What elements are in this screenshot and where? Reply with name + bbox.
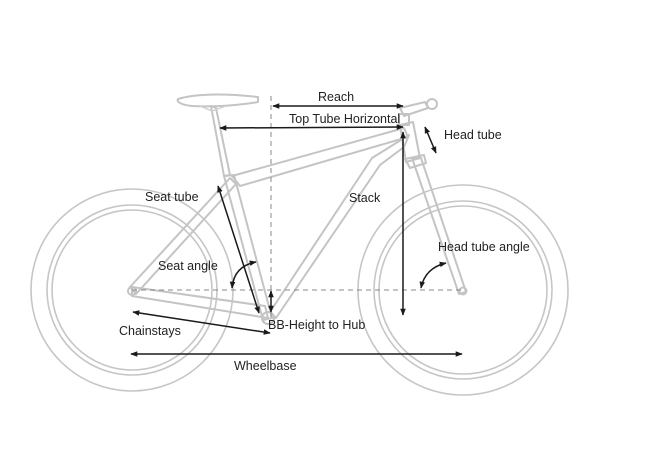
saddle bbox=[176, 93, 259, 112]
head-tube-angle-arc bbox=[419, 261, 447, 289]
wheelbase-label: Wheelbase bbox=[234, 359, 297, 373]
head-tube-arrow bbox=[424, 126, 437, 154]
seat-tube-label: Seat tube bbox=[145, 190, 199, 204]
chainstays-arrow bbox=[132, 310, 271, 335]
top-tube-label: Top Tube Horizontal bbox=[289, 112, 400, 126]
head-tube-label: Head tube bbox=[444, 128, 502, 142]
seat-tube-arrow bbox=[217, 185, 260, 314]
chainstays-label: Chainstays bbox=[119, 324, 181, 338]
front-wheel bbox=[357, 184, 569, 396]
head-tube-angle-label: Head tube angle bbox=[438, 240, 530, 254]
dimension-lines bbox=[130, 103, 463, 357]
stem-handlebar bbox=[398, 98, 438, 126]
reach-label: Reach bbox=[318, 90, 354, 104]
seat-angle-arc bbox=[229, 260, 257, 289]
top-tube-arrow bbox=[219, 124, 404, 131]
seat-angle-label: Seat angle bbox=[158, 259, 218, 273]
stack-label: Stack bbox=[349, 191, 381, 205]
bb-height-label: BB-Height to Hub bbox=[268, 318, 365, 332]
